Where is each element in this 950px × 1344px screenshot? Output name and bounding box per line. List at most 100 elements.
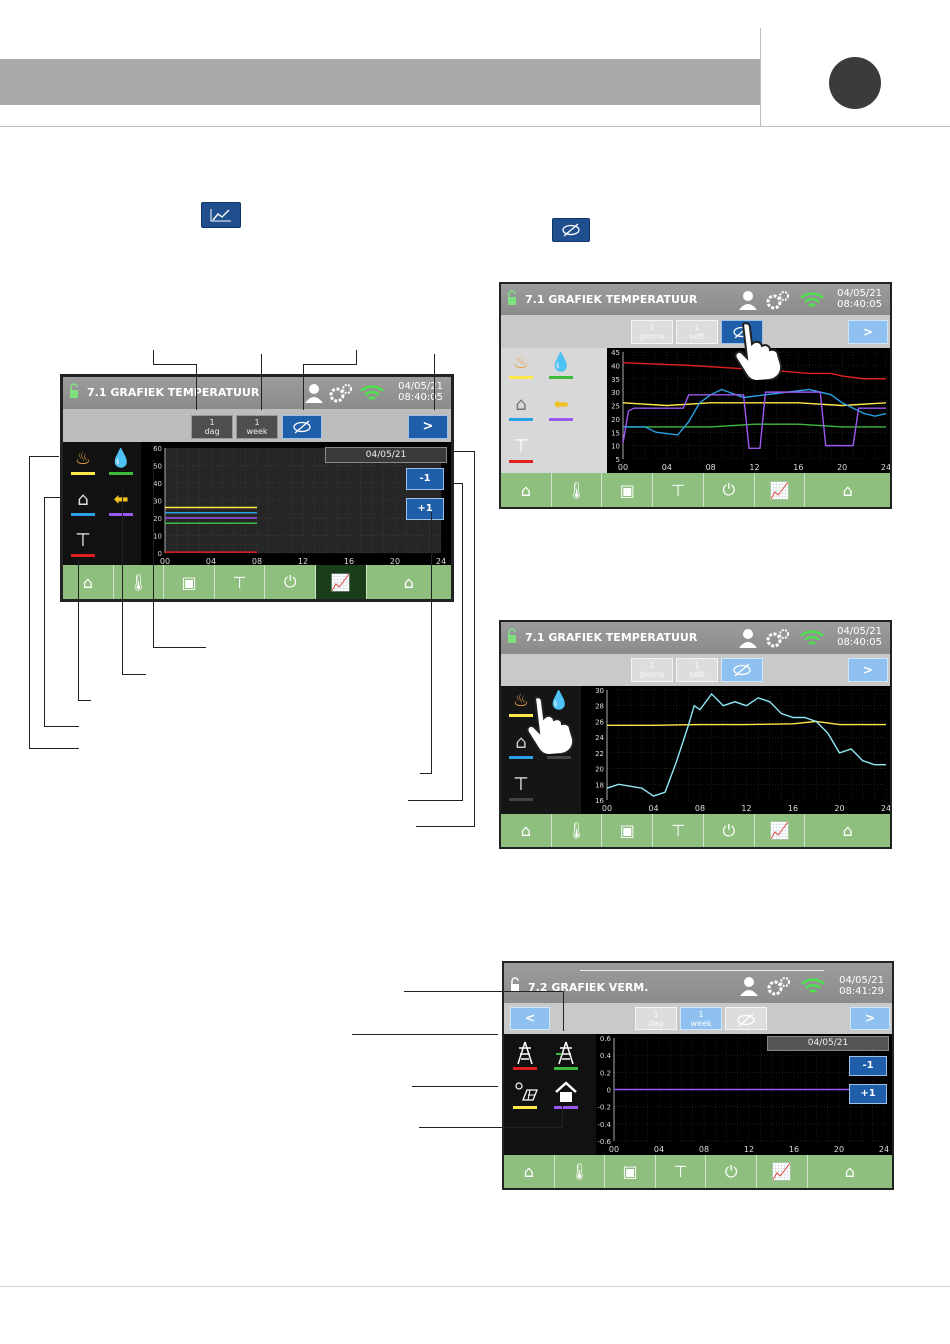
logo-icon: ⌂	[842, 480, 853, 500]
nav-logo[interactable]: ⌂	[367, 565, 451, 599]
nav-chart[interactable]: 📈	[757, 1155, 808, 1188]
nav-logo[interactable]: ⌂	[805, 473, 890, 507]
arrow-left-icon[interactable]: ⬅	[553, 394, 569, 415]
faucet-icon[interactable]: ⊤	[75, 530, 91, 551]
header-divider	[760, 28, 761, 126]
nav-chart[interactable]: 📈	[755, 814, 806, 847]
arrow-left-icon[interactable]: ⬅	[113, 489, 129, 510]
nav-home[interactable]: ⌂	[501, 473, 552, 507]
minus-one-button[interactable]: -1	[406, 468, 444, 490]
flame-temp-icon[interactable]: ♨	[512, 690, 530, 711]
nav-unit[interactable]: ▣	[605, 1155, 656, 1188]
nav-energy[interactable]: ⏻	[265, 565, 317, 599]
user-icon[interactable]	[738, 975, 760, 997]
nav-chart[interactable]: 📈	[316, 565, 367, 599]
series-line-yellow	[622, 402, 887, 407]
water-drop-icon[interactable]: 💧	[109, 448, 133, 469]
nav-energy[interactable]: ⏻	[704, 814, 755, 847]
user-icon[interactable]	[737, 627, 759, 649]
nav-home[interactable]: ⌂	[63, 565, 114, 599]
plus-one-button[interactable]: +1	[849, 1084, 887, 1104]
house-consumption-icon[interactable]	[554, 1080, 578, 1104]
callout-line	[29, 456, 59, 457]
series-yellow-bar	[513, 1106, 537, 1109]
nav-logo[interactable]: ⌂	[805, 814, 890, 847]
next-button[interactable]: >	[850, 1007, 890, 1030]
user-icon[interactable]	[303, 382, 325, 404]
wifi-icon[interactable]	[799, 289, 825, 311]
plus-one-button[interactable]: +1	[406, 498, 444, 520]
nav-unit[interactable]: ▣	[164, 565, 215, 599]
house-temp-icon[interactable]: ⌂	[515, 732, 527, 753]
flame-temp-icon[interactable]: ♨	[512, 352, 530, 373]
minus-one-button[interactable]: -1	[849, 1056, 887, 1076]
flame-temp-icon[interactable]: ♨	[74, 448, 92, 469]
faucet-icon[interactable]: ⊤	[513, 774, 529, 795]
nav-chart[interactable]: 📈	[755, 473, 806, 507]
wifi-icon[interactable]	[800, 975, 826, 997]
user-icon[interactable]	[737, 289, 759, 311]
grid-pylon-icon[interactable]	[513, 1040, 537, 1066]
nav-climate[interactable]: 🌡	[114, 565, 165, 599]
nav-home[interactable]: ⌂	[501, 814, 552, 847]
next-button[interactable]: >	[848, 658, 888, 682]
series-red-bar	[513, 1067, 537, 1070]
water-drop-icon[interactable]: 💧	[547, 690, 571, 711]
gear-icon[interactable]	[328, 382, 354, 404]
nav-energy[interactable]: ⏻	[704, 473, 755, 507]
nav-water[interactable]: ⊤	[656, 1155, 707, 1188]
next-button[interactable]: >	[408, 415, 448, 439]
bottom-nav: ⌂ 🌡 ▣ ⊤ ⏻ 📈 ⌂	[63, 565, 451, 599]
hide-series-button[interactable]	[725, 1007, 767, 1030]
header-band	[0, 59, 760, 105]
hide-series-button[interactable]	[282, 415, 322, 439]
home-icon: ⌂	[520, 821, 531, 840]
gear-icon[interactable]	[765, 289, 791, 311]
y-tick-label: -0.4	[597, 1121, 611, 1129]
nav-home[interactable]: ⌂	[504, 1155, 555, 1188]
y-tick-label: 60	[153, 445, 162, 453]
hide-series-button[interactable]	[721, 658, 763, 682]
callout-line	[419, 1127, 563, 1128]
prev-button[interactable]: <	[510, 1007, 550, 1030]
nav-water[interactable]: ⊤	[653, 473, 704, 507]
header-rule	[0, 126, 950, 127]
nav-climate[interactable]: 🌡	[552, 814, 603, 847]
house-temp-icon[interactable]: ⌂	[515, 394, 527, 415]
callout-line	[454, 483, 463, 484]
control-unit-icon: ▣	[619, 821, 635, 840]
grid-export-icon[interactable]	[554, 1040, 578, 1066]
gear-icon[interactable]	[765, 627, 791, 649]
x-tick-label: 24	[881, 463, 890, 472]
nav-climate[interactable]: 🌡	[552, 473, 603, 507]
x-tick-label: 20	[834, 804, 844, 813]
nav-water[interactable]: ⊤	[215, 565, 266, 599]
nav-unit[interactable]: ▣	[602, 473, 654, 507]
wifi-icon[interactable]	[359, 382, 385, 404]
house-temp-icon[interactable]: ⌂	[77, 489, 89, 510]
solar-panel-icon[interactable]	[513, 1080, 539, 1104]
nav-climate[interactable]: 🌡	[555, 1155, 606, 1188]
gear-icon[interactable]	[766, 975, 792, 997]
water-drop-icon[interactable]: 💧	[549, 352, 573, 373]
nav-unit[interactable]: ▣	[602, 814, 654, 847]
title-underline	[580, 970, 824, 971]
nav-energy[interactable]: ⏻	[706, 1155, 758, 1188]
wifi-icon[interactable]	[799, 627, 825, 649]
callout-line	[303, 364, 304, 410]
nav-logo[interactable]: ⌂	[808, 1155, 892, 1188]
y-tick-label: 30	[595, 687, 604, 695]
nav-water[interactable]: ⊤	[653, 814, 704, 847]
faucet-icon[interactable]: ⊤	[513, 436, 529, 457]
y-tick-label: 35	[611, 376, 620, 384]
next-button[interactable]: >	[848, 320, 888, 344]
